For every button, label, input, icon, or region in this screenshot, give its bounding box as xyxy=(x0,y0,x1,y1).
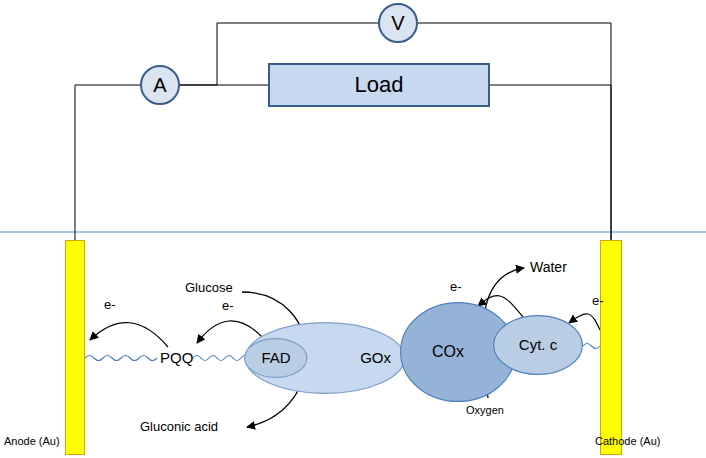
load-box: Load xyxy=(268,63,490,107)
tether-line xyxy=(193,356,249,361)
enzyme-ellipse: GOx FAD xyxy=(245,322,405,394)
node-label: Cathode (Au) xyxy=(595,435,660,448)
protein-ellipse: Cyt. c xyxy=(493,315,583,375)
ammeter-circle: A xyxy=(140,65,180,105)
substrate-label: Oxygen xyxy=(466,404,504,417)
tether-line xyxy=(85,356,157,361)
cathode-electrode: Cathode (Au) xyxy=(600,240,622,455)
wire xyxy=(490,85,611,240)
ammeter-circle-shape xyxy=(141,66,179,104)
voltmeter-circle-shape xyxy=(379,4,417,42)
node-label: Load xyxy=(355,72,404,97)
cofactor-ellipse: FAD xyxy=(244,338,307,378)
edge-label: e- xyxy=(450,280,462,295)
electron-label: e- xyxy=(104,298,116,313)
wire xyxy=(75,85,140,240)
node-label: A xyxy=(153,74,166,97)
node-label: GOx xyxy=(360,349,391,366)
anode-electrode: Anode (Au) xyxy=(65,240,85,455)
electron-arrow xyxy=(197,321,262,343)
node-label: COx xyxy=(432,343,464,361)
electron-label: e- xyxy=(222,299,234,314)
node-label: V xyxy=(391,12,404,35)
product-label: Gluconic acid xyxy=(140,420,218,435)
substrate-label: Glucose xyxy=(185,281,233,296)
mediator-label: PQQ xyxy=(160,349,193,366)
edge-label: e- xyxy=(592,294,604,309)
voltmeter-circle: V xyxy=(378,3,418,43)
tether-line xyxy=(583,344,600,349)
electron-arrow xyxy=(90,323,168,347)
cofactor-ellipse-shape xyxy=(245,339,307,378)
reaction-arrow xyxy=(242,292,307,427)
product-label: Water xyxy=(530,259,567,275)
protein-ellipse-shape xyxy=(494,316,583,375)
enzyme-ellipse-shape xyxy=(246,323,405,394)
electrolyte-surface xyxy=(0,231,706,233)
node-label: Cyt. c xyxy=(519,336,557,353)
wire xyxy=(418,23,611,240)
node-label: Anode (Au) xyxy=(4,435,60,448)
node-label: FAD xyxy=(261,349,290,366)
